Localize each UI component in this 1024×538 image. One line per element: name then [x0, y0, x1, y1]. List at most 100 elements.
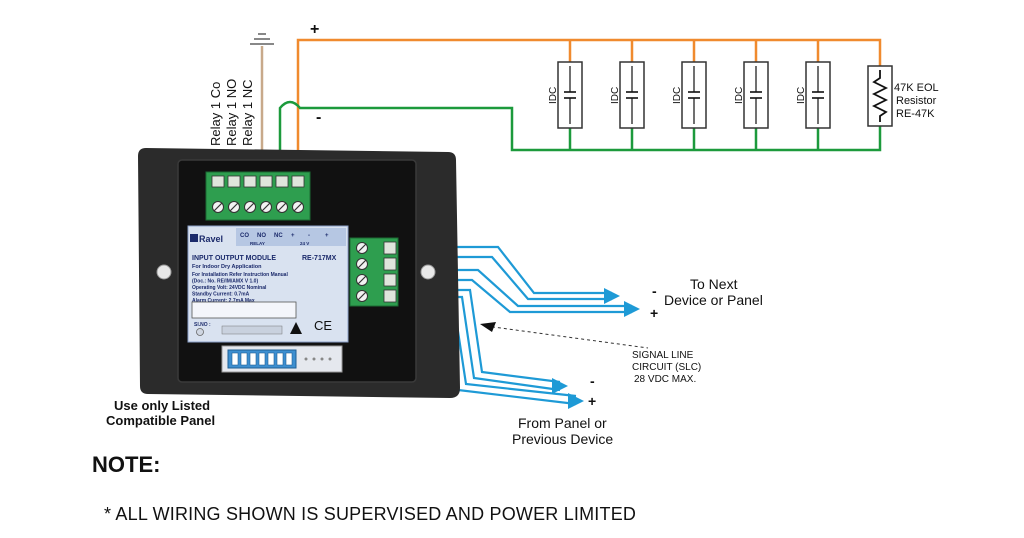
- spec-line: Alarm Current: 2.7mA Max: [192, 298, 255, 304]
- relay-header-label: NO: [257, 233, 266, 239]
- dip-switch-keys: [231, 352, 293, 366]
- screw-slot: [357, 275, 367, 285]
- arrow-in-1: [552, 378, 568, 394]
- dip-dot: [328, 357, 332, 361]
- terminal-slot: [275, 175, 289, 188]
- slc-pointer-line: [485, 325, 649, 349]
- idc-device: IDC: [796, 61, 831, 129]
- slc-label-2: CIRCUIT (SLC): [632, 362, 701, 373]
- arrow-out-1: [604, 288, 620, 304]
- idc-label: IDC: [734, 87, 745, 104]
- spec-line: For Installation Refer Instruction Manua…: [192, 272, 288, 278]
- screw-slot: [357, 243, 367, 253]
- slc-label-1: SIGNAL LINE: [632, 350, 694, 361]
- relay-label-no: Relay 1 NO: [224, 79, 239, 146]
- next-device-pos: +: [650, 305, 658, 321]
- spec-line: Standby Current: 0.7mA: [192, 292, 250, 298]
- dip-key: [249, 352, 257, 366]
- terminal-slot: [259, 175, 273, 188]
- terminal-slot: [211, 175, 225, 188]
- slc-label-3: 28 VDC MAX.: [634, 374, 696, 385]
- resistor-zigzag: [871, 70, 889, 122]
- module-led: [196, 328, 204, 336]
- arrow-in-2: [568, 393, 584, 409]
- relay-terminals: [211, 175, 305, 213]
- from-panel-line-2: Previous Device: [512, 431, 613, 447]
- slc-arrowheads: [552, 288, 640, 409]
- panel-note-line-1: Use only Listed: [114, 398, 210, 413]
- dip-dot: [320, 357, 324, 361]
- panel-note-line-2: Compatible Panel: [106, 413, 215, 428]
- positive-wire-drops: [568, 40, 820, 62]
- idc-devices: IDC IDC IDC IDC IDC: [548, 61, 831, 129]
- screw-slot: [213, 202, 223, 212]
- eol-resistor: 47K EOL Resistor RE-47K: [867, 65, 939, 127]
- brand-logo-mark: [190, 234, 198, 242]
- relay-label-co: Relay 1 Co: [208, 82, 223, 146]
- arrow-out-2: [624, 301, 640, 317]
- terminal-slot: [291, 175, 305, 188]
- mounting-hole-right: [420, 264, 436, 280]
- negative-wire-rises: [568, 128, 820, 150]
- slc-terminal-slot: [383, 289, 397, 303]
- header-band: [236, 228, 346, 246]
- screw-slot: [245, 202, 255, 212]
- spec-lines: For Installation Refer Instruction Manua…: [192, 272, 288, 304]
- module-subtitle: For Indoor Dry Application: [192, 264, 262, 270]
- slc-terminal-slot: [383, 241, 397, 255]
- brand-name: Ravel: [199, 234, 223, 244]
- barcode-strip: [221, 325, 283, 335]
- idc-label: IDC: [548, 87, 559, 104]
- warning-triangle-icon: [290, 322, 302, 334]
- relay-group-label: RELAY: [250, 241, 265, 246]
- screw-slot: [293, 202, 303, 212]
- dip-key: [231, 352, 239, 366]
- relay-header-label: -: [308, 233, 310, 239]
- from-panel-neg: -: [590, 373, 595, 389]
- dip-key: [267, 352, 275, 366]
- idc-device: IDC: [548, 61, 583, 129]
- screw-slot: [357, 291, 367, 301]
- relay-header-label: +: [325, 233, 329, 239]
- screw-slot: [357, 259, 367, 269]
- screw-slot: [229, 202, 239, 212]
- dip-key: [258, 352, 266, 366]
- idc-device: IDC: [672, 61, 707, 129]
- terminal-slot: [227, 175, 241, 188]
- module-model: RE-717MX: [302, 255, 337, 262]
- idc-device: IDC: [734, 61, 769, 129]
- positive-mark: +: [310, 21, 319, 38]
- ce-mark: CE: [314, 318, 332, 333]
- idc-label: IDC: [672, 87, 683, 104]
- slc-terminal-slot: [383, 273, 397, 287]
- next-device-neg: -: [652, 283, 657, 299]
- dip-dots: [304, 357, 332, 361]
- relay-header-label: NC: [274, 233, 283, 239]
- from-panel-pos: +: [588, 393, 596, 409]
- idc-label: IDC: [796, 87, 807, 104]
- idc-device: IDC: [610, 61, 645, 129]
- next-device-label: To Next Device or Panel - +: [650, 276, 763, 321]
- slc-terminals: [356, 241, 397, 303]
- spec-line: (Doc.: No. RE/IM/AMX V 1.0): [192, 279, 258, 285]
- screw-slot: [261, 202, 271, 212]
- from-panel-label: - + From Panel or Previous Device: [512, 373, 613, 447]
- negative-wire-path: [278, 100, 882, 175]
- negative-wire: [278, 100, 882, 175]
- slc-terminal-slot: [383, 257, 397, 271]
- relay-labels: Relay 1 Co Relay 1 NO Relay 1 NC: [208, 79, 255, 146]
- dip-key: [285, 352, 293, 366]
- dip-key: [276, 352, 284, 366]
- spec-line: Operating Volt: 24VDC Nominal: [192, 285, 267, 291]
- from-panel-line-1: From Panel or: [518, 415, 607, 431]
- dip-dot: [312, 357, 316, 361]
- screw-slot: [277, 202, 287, 212]
- next-device-line-1: To Next: [690, 276, 738, 292]
- idc-label: IDC: [610, 87, 621, 104]
- next-device-line-2: Device or Panel: [664, 292, 763, 308]
- relay-header-label: +: [291, 233, 295, 239]
- eol-line-3: RE-47K: [896, 108, 935, 120]
